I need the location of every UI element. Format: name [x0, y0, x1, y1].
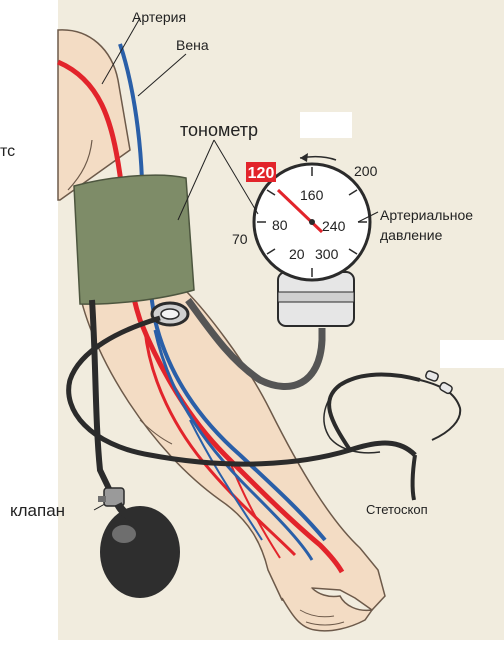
- gauge-label-300: 300: [315, 246, 339, 262]
- gauge-label-20: 20: [289, 246, 305, 262]
- pressure-cuff: [74, 175, 194, 304]
- white-patch: [300, 112, 352, 138]
- gauge-label-80: 80: [272, 217, 288, 233]
- gauge-label-240: 240: [322, 218, 346, 234]
- label-tonometer: тонометр: [180, 120, 258, 140]
- white-patch: [440, 340, 504, 368]
- stethoscope-earpiece: [413, 455, 415, 500]
- gauge-base-stripe: [278, 292, 354, 302]
- valve-screw: [98, 496, 106, 502]
- label-cut-fragment: тс: [0, 143, 15, 160]
- label-valve: клапан: [10, 501, 65, 520]
- inflation-bulb: [100, 506, 180, 598]
- stethoscope-chestpiece-inner: [161, 309, 179, 319]
- gauge-highlight-value: 120: [248, 165, 275, 182]
- gauge-label-70: 70: [232, 231, 248, 247]
- label-stethoscope: Стетоскоп: [366, 502, 428, 517]
- gauge-label-200: 200: [354, 163, 378, 179]
- label-pressure-line2: давление: [380, 227, 443, 243]
- inflation-bulb-highlight: [112, 525, 136, 543]
- label-artery: Артерия: [132, 9, 186, 25]
- label-pressure-line1: Артериальное: [380, 207, 473, 223]
- gauge-center: [309, 219, 315, 225]
- label-vein: Вена: [176, 37, 209, 53]
- gauge-label-160: 160: [300, 187, 324, 203]
